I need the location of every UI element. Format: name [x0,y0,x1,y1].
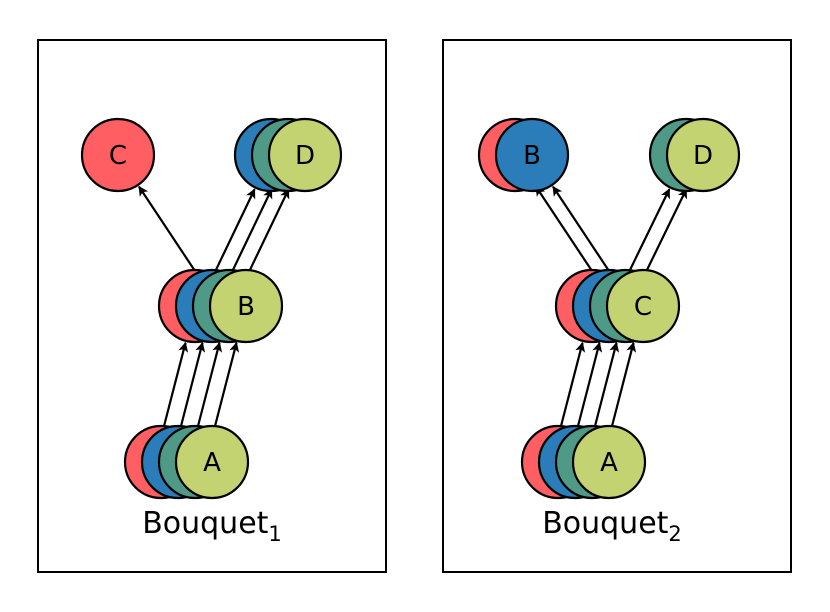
node-label: C [109,141,127,171]
edge-arrow [592,341,620,431]
edge-arrow [178,341,206,431]
node-B: BBBB [157,268,284,344]
node-label: D [295,141,315,171]
node-C: CCCC [554,268,681,344]
edge-arrow [161,341,189,431]
node-layer-green [267,117,343,193]
node-layer-green [605,268,681,344]
edge-arrow [644,188,688,275]
caption-subscript: 2 [668,522,681,546]
edge-arrow [230,188,273,275]
panel-caption: Bouquet2 [542,506,682,546]
edge-arrow [575,341,603,431]
node-label: B [523,141,541,171]
edge-arrow [552,185,612,275]
caption-text: Bouquet [142,506,268,541]
node-label: C [634,292,652,322]
node-C: C [80,117,156,193]
node-layer-green [665,117,741,193]
edge-arrow [558,341,586,431]
node-label: A [600,448,618,478]
panel-1: AAAA BBBB C DDD Bouquet1 [37,39,387,573]
edge-arrow [212,341,240,431]
node-B: BB [477,117,570,193]
node-A: AAAA [520,424,647,500]
node-A: AAAA [123,424,250,500]
node-D: DDD [233,117,343,193]
edges [535,185,688,431]
edge-arrow [609,341,637,431]
caption-text: Bouquet [542,506,668,541]
edge-arrow [627,188,671,275]
node-layer-blue [494,117,570,193]
edge-arrow [138,185,198,275]
edge-arrow [213,188,256,275]
node-layer-red [80,117,156,193]
node-layer-green [571,424,647,500]
node-label: B [237,292,255,322]
node-layer-green [174,424,250,500]
node-label: D [693,141,713,171]
panel-caption: Bouquet1 [142,506,282,546]
edges [138,185,290,431]
edge-arrow [247,188,290,275]
panel-2: AAAA CCCC BB DD Bouquet2 [442,39,792,573]
edge-arrow [195,341,223,431]
node-layer-green [208,268,284,344]
node-label: A [203,448,221,478]
node-D: DD [648,117,741,193]
caption-subscript: 1 [268,522,281,546]
edge-arrow [535,185,595,275]
